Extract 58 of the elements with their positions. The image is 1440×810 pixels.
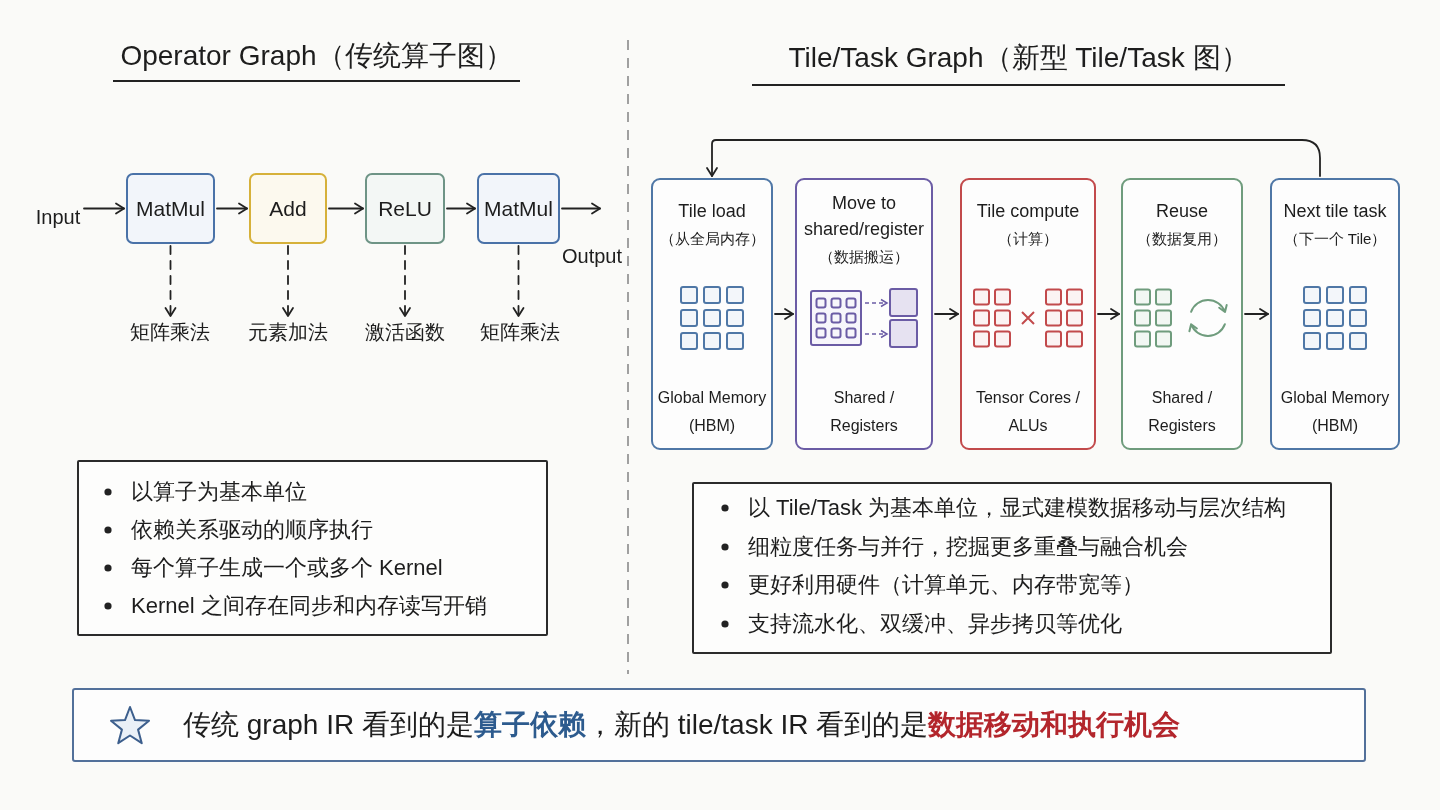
stage-title: Tile load [678, 200, 746, 223]
loop-arrow [706, 139, 1321, 177]
memory-label: Tensor Cores / ALUs [974, 388, 1081, 436]
stage-subtitle: （数据搬运） [819, 247, 909, 267]
stage-subtitle: （从全局内存） [659, 229, 765, 249]
stage-box [1270, 178, 1400, 450]
description-label: 矩阵乘法 [129, 318, 211, 350]
operator-box: MatMul [477, 173, 560, 244]
bullet-text: 以 Tile/Task 为基本单位，显式建模数据移动与层次结构 [748, 494, 1287, 523]
memory-label: Shared / Registers [829, 388, 899, 436]
bullet-text: 细粒度任务与并行，挖掘更多重叠与融合机会 [748, 532, 1188, 561]
description-label: 元素加法 [247, 318, 329, 350]
dashed-arrow [399, 245, 411, 317]
stage-subtitle: （下一个 Tile） [1283, 229, 1387, 249]
section-heading: Tile/Task Graph（新型 Tile/Task 图） [752, 36, 1285, 86]
description-label: 矩阵乘法 [479, 318, 561, 350]
arrow [83, 202, 125, 215]
stage-box [651, 178, 773, 450]
operator-box: Add [249, 173, 327, 244]
stage-title: Next tile task [1283, 200, 1387, 223]
arrow [216, 202, 248, 215]
stage-title: Tile compute [976, 200, 1080, 223]
arrow [1244, 308, 1269, 320]
arrow [934, 308, 959, 320]
operator-box: ReLU [365, 173, 445, 244]
bullet-text: 支持流水化、双缓冲、异步拷贝等优化 [748, 609, 1122, 638]
bullet-text: 更好利用硬件（计算单元、内存带宽等） [748, 571, 1144, 600]
arrow [328, 202, 364, 215]
dashed-arrow [512, 245, 525, 317]
stage-box [795, 178, 933, 450]
arrow [774, 308, 794, 320]
stage-subtitle: （数据复用） [1137, 229, 1227, 249]
section-heading: Operator Graph（传统算子图） [113, 34, 520, 82]
stage-title: Reuse [1156, 200, 1208, 223]
summary-text: 传统 graph IR 看到的是算子依赖，新的 tile/task IR 看到的是数据移动和执行机会 [183, 708, 1181, 742]
description-label: 激活函数 [364, 318, 446, 350]
stage-box [960, 178, 1096, 450]
arrow [446, 202, 476, 215]
stage-box [1121, 178, 1243, 450]
memory-label: Global Memory (HBM) [656, 388, 768, 436]
bullet-text: 以算子为基本单位 [131, 478, 307, 506]
dashed-arrow [164, 245, 177, 317]
dashed-arrow [282, 245, 294, 317]
bullet-list-box [77, 460, 548, 636]
summary-banner [72, 688, 1366, 762]
output-label: Output [561, 244, 623, 269]
bullet-text: 依赖关系驱动的顺序执行 [131, 516, 373, 544]
stage-subtitle: （计算） [998, 229, 1058, 249]
memory-label: Shared / Registers [1147, 388, 1217, 436]
arrow [561, 202, 601, 215]
memory-label: Global Memory (HBM) [1279, 388, 1391, 436]
bullet-text: 每个算子生成一个或多个 Kernel [131, 554, 443, 582]
bullet-text: Kernel 之间存在同步和内存读写开销 [131, 592, 487, 620]
arrow [1097, 308, 1120, 320]
input-label: Input [34, 203, 82, 231]
operator-box: MatMul [126, 173, 215, 244]
bullet-list-box [692, 482, 1332, 654]
stage-title: Move to shared/register [802, 192, 926, 241]
